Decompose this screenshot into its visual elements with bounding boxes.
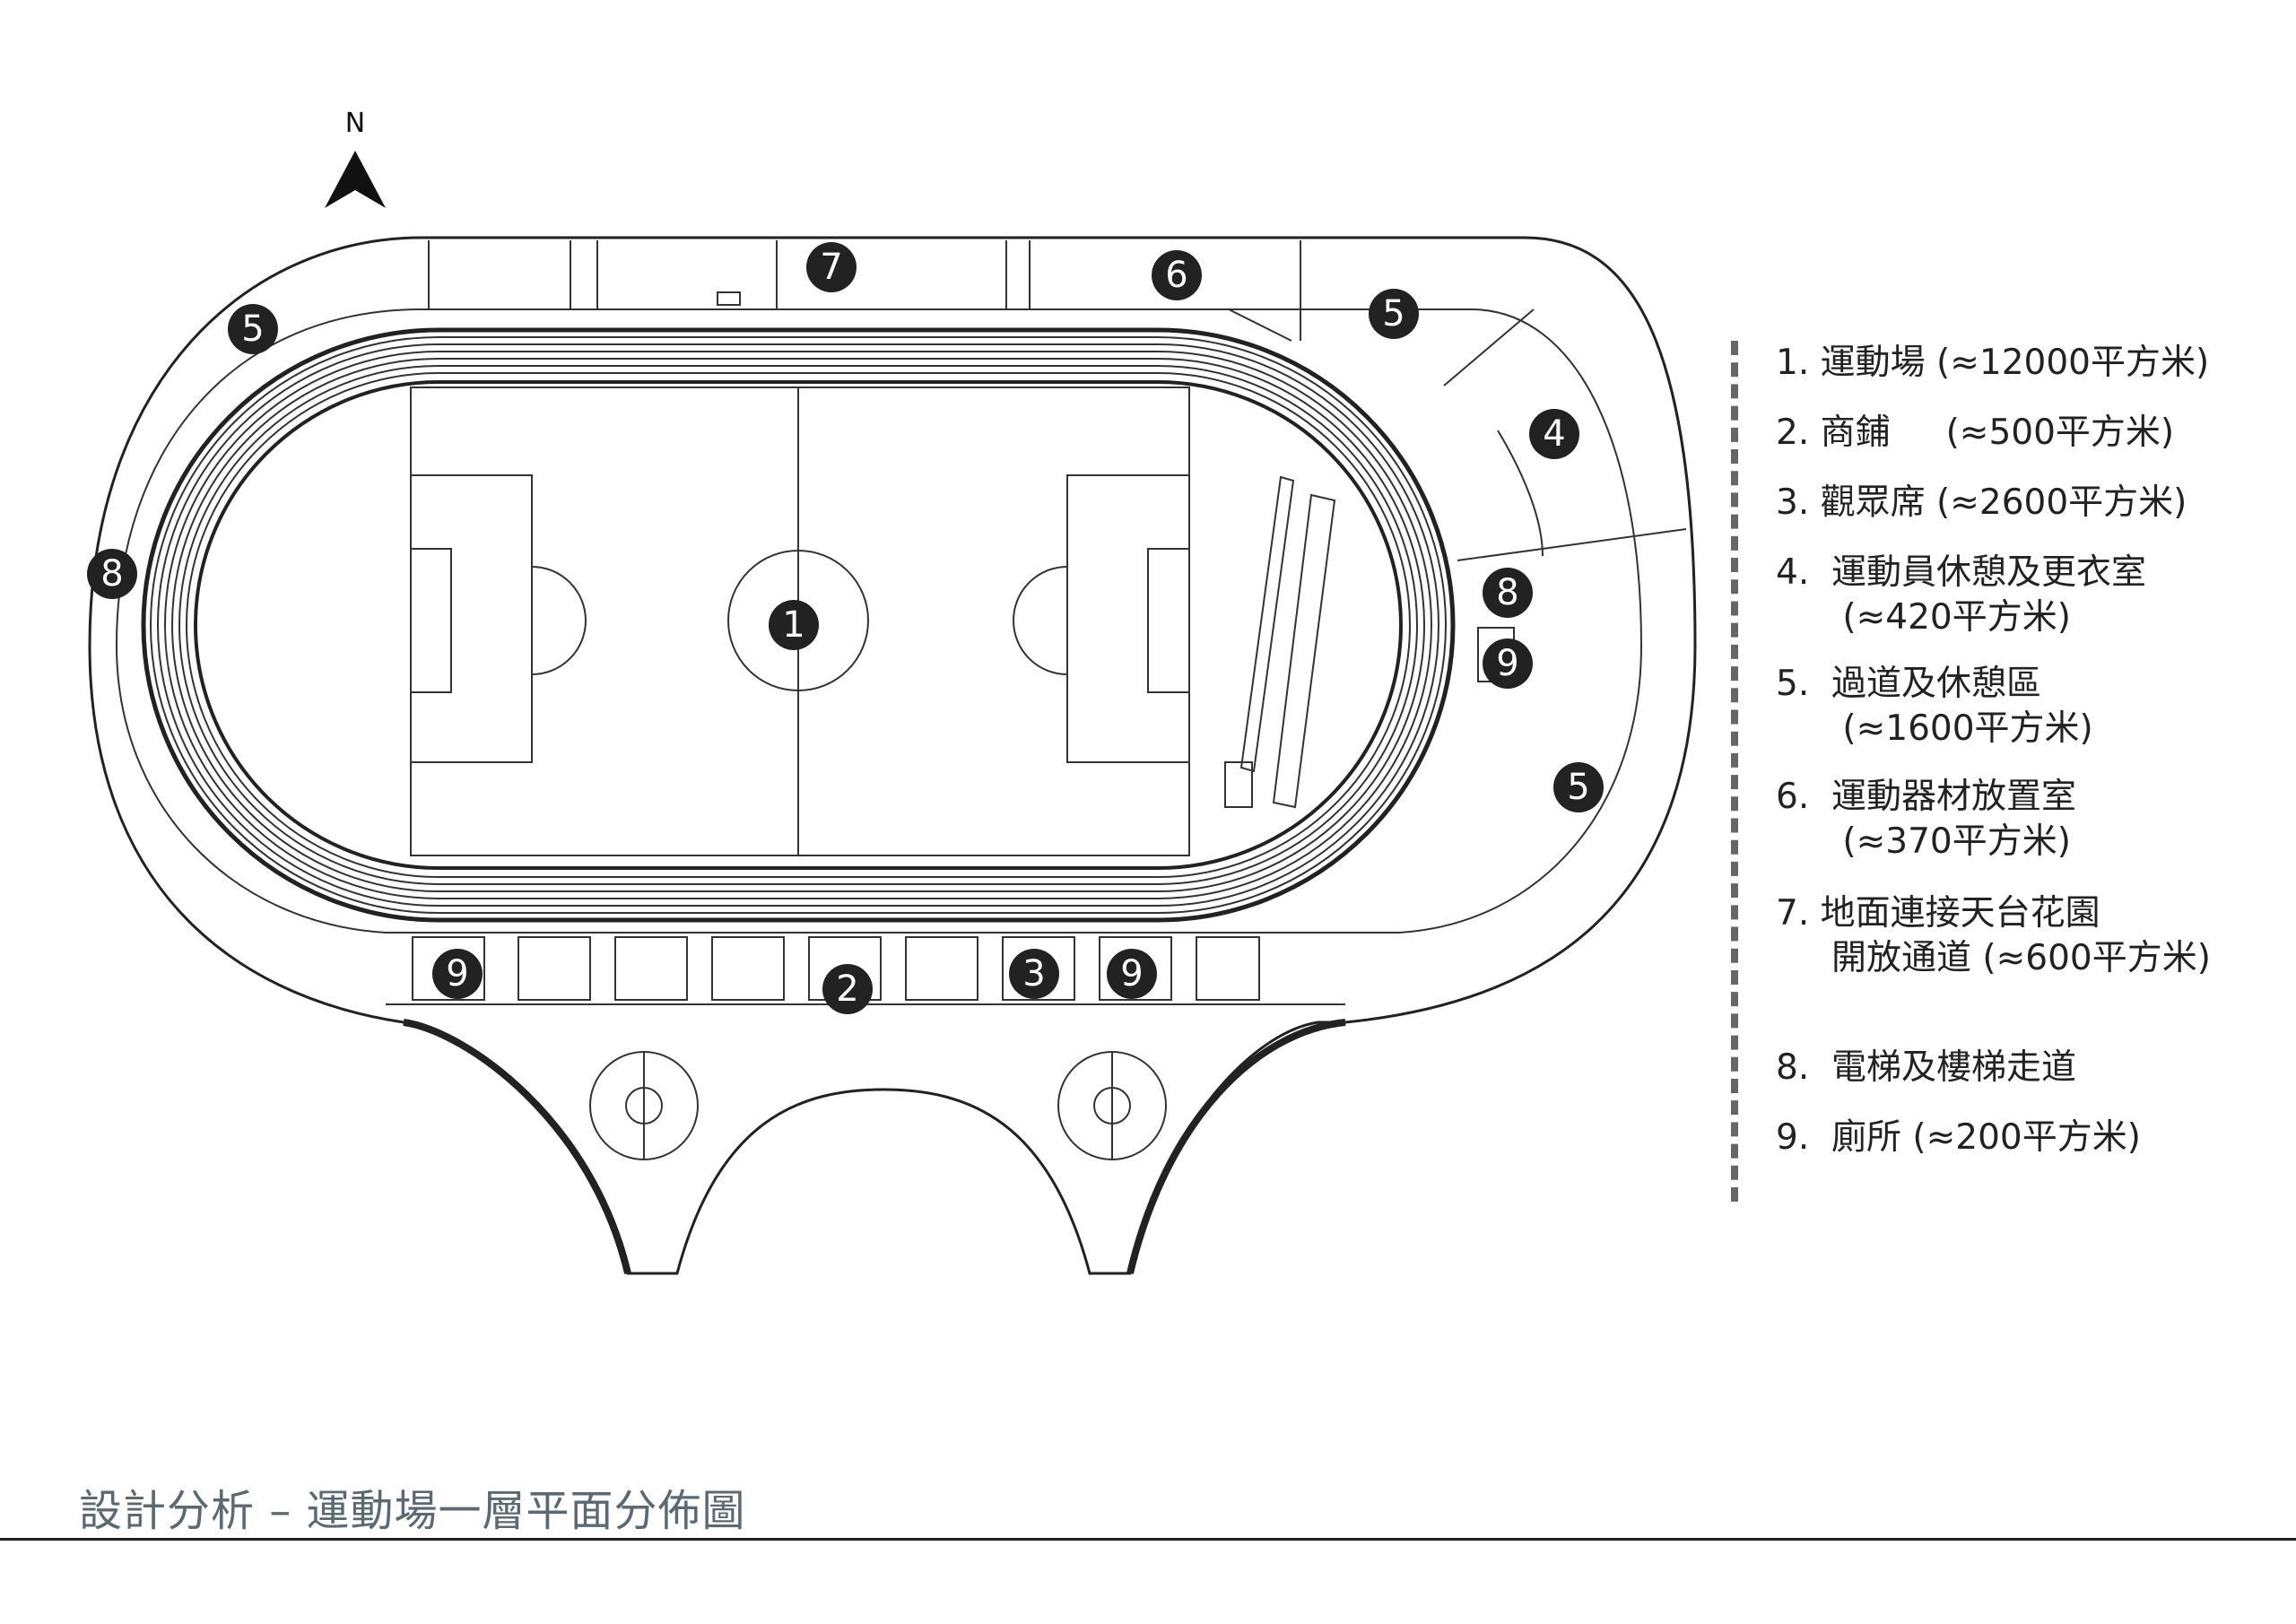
legend-item-2: 2. 商鋪 (≈500平方米) xyxy=(1776,413,2175,453)
marker-9-e: 9 xyxy=(1483,638,1533,689)
concourse-inner xyxy=(115,308,1643,934)
marker-5-label: 5 xyxy=(1567,767,1589,808)
legend-item-5: 5. 過道及休憩區 xyxy=(1776,664,2042,704)
marker-1: 1 xyxy=(769,600,819,650)
marker-9-label: 9 xyxy=(1120,953,1143,994)
north-arrow-icon xyxy=(325,151,386,208)
building-outline xyxy=(88,236,1697,1275)
marker-7: 7 xyxy=(806,242,857,292)
legend-item-5-area: (≈1600平方米) xyxy=(1776,708,2093,749)
football-pitch xyxy=(410,386,1190,856)
north-arrow: N xyxy=(325,108,386,208)
legend-item-6-area: (≈370平方米) xyxy=(1776,821,2071,862)
marker-8-w: 8 xyxy=(87,549,137,599)
legend-item-3: 3. 觀眾席 (≈2600平方米) xyxy=(1776,482,2187,523)
marker-6-label: 6 xyxy=(1165,255,1187,296)
east-rooms xyxy=(1443,308,1687,682)
legend-item-4-area: (≈420平方米) xyxy=(1776,597,2071,638)
fan-edge-left xyxy=(403,1019,631,1274)
legend-item-4: 4. 運動員休憩及更衣室 xyxy=(1776,552,2147,593)
marker-7-label: 7 xyxy=(820,247,842,288)
marker-8-label: 8 xyxy=(1496,572,1518,613)
entrance-plazas xyxy=(589,1051,1167,1160)
long-jump-runway xyxy=(1224,475,1336,809)
legend: 1. 運動場 (≈12000平方米) 2. 商鋪 (≈500平方米) 3. 觀眾… xyxy=(1731,341,2294,1202)
marker-8-label: 8 xyxy=(100,553,123,595)
north-label: N xyxy=(345,108,365,139)
marker-2-label: 2 xyxy=(836,968,858,1010)
marker-3-label: 3 xyxy=(1022,953,1045,994)
marker-9-label: 9 xyxy=(446,953,468,994)
marker-3: 3 xyxy=(1009,949,1059,999)
marker-1-label: 1 xyxy=(782,604,804,646)
marker-5-nw: 5 xyxy=(228,304,278,354)
marker-8-e: 8 xyxy=(1483,568,1533,618)
marker-5-ne: 5 xyxy=(1369,289,1419,339)
legend-item-1: 1. 運動場 (≈12000平方米) xyxy=(1776,343,2210,383)
legend-item-8: 8. 電梯及樓梯走道 xyxy=(1776,1047,2077,1088)
legend-item-7: 7. 地面連接天台花園 xyxy=(1776,893,2100,934)
marker-5-e: 5 xyxy=(1553,762,1604,812)
marker-9-sw: 9 xyxy=(432,949,483,999)
legend-item-6: 6. 運動器材放置室 xyxy=(1776,777,2077,817)
fan-edge-right xyxy=(1126,1019,1346,1274)
caption: 設計分析 – 運動場一層平面分佈圖 xyxy=(79,1486,746,1536)
marker-5-label: 5 xyxy=(1382,293,1405,334)
legend-item-7-cont: 開放通道 (≈600平方米) xyxy=(1776,938,2211,978)
running-track xyxy=(141,327,1456,923)
marker-4-label: 4 xyxy=(1543,413,1565,455)
legend-item-9: 9. 廁所 (≈200平方米) xyxy=(1776,1117,2141,1158)
bottom-rule xyxy=(0,1538,2296,1541)
marker-5-label: 5 xyxy=(241,308,264,350)
marker-6: 6 xyxy=(1152,250,1202,300)
north-rooms xyxy=(428,240,1301,342)
marker-9-label: 9 xyxy=(1496,643,1518,684)
marker-9-se: 9 xyxy=(1107,949,1157,999)
marker-4: 4 xyxy=(1529,409,1579,459)
marker-2: 2 xyxy=(822,964,873,1014)
